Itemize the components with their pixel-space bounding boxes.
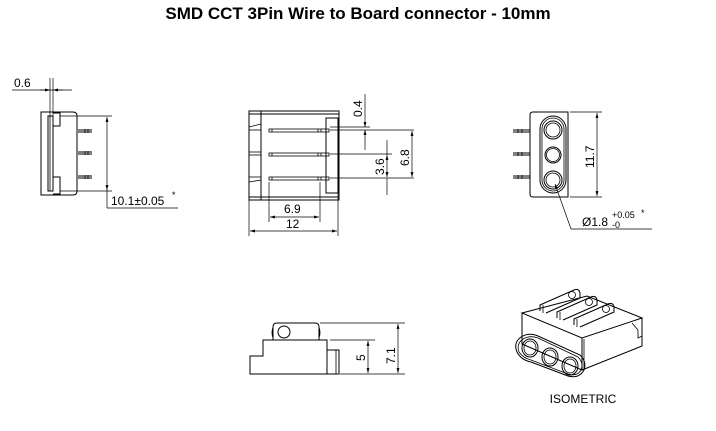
isometric-label: ISOMETRIC xyxy=(550,392,617,406)
dim-inner-length: 6.9 xyxy=(284,202,301,216)
iso-front-pill xyxy=(515,333,586,378)
critical-dim-mark: * xyxy=(641,208,645,218)
svg-text:10.1±0.05: 10.1±0.05 xyxy=(111,194,165,208)
dim-span: 6.8 xyxy=(398,149,412,166)
drawing-title: SMD CCT 3Pin Wire to Board connector - 1… xyxy=(165,4,551,23)
top-view: 0.4 3.6 6.8 6.9 12 xyxy=(248,94,414,236)
dim-hole-tol-minus: -0 xyxy=(612,220,620,230)
front-view: 5 7.1 xyxy=(249,322,405,375)
dim-height-tolerance: ±0.05 xyxy=(134,194,164,208)
dim-total-height: 7.1 xyxy=(384,347,398,364)
dim-hole-diameter: 1.8 xyxy=(591,215,608,229)
dim-length: 12 xyxy=(286,217,300,231)
svg-text:Ø1.8: Ø1.8 xyxy=(582,215,608,229)
dim-end-height: 11.7 xyxy=(583,145,597,168)
diameter-symbol: Ø xyxy=(582,215,591,229)
side-view: 0.6 10.1±0.05 * xyxy=(12,76,178,209)
dim-offset: 0.4 xyxy=(351,100,365,117)
dim-wall-thickness: 0.6 xyxy=(14,76,31,90)
dim-body-height: 5 xyxy=(354,354,368,361)
dim-height: 10.1 xyxy=(111,194,135,208)
end-holes xyxy=(543,120,563,190)
dim-hole-tol-plus: +0.05 xyxy=(612,210,635,220)
end-view: 11.7 Ø1.8 +0.05 -0 * xyxy=(513,111,652,230)
side-pins xyxy=(78,129,92,179)
dim-pitch: 3.6 xyxy=(373,158,387,175)
iso-tabs xyxy=(539,288,615,328)
top-pins xyxy=(268,128,330,181)
critical-dim-mark: * xyxy=(172,190,176,200)
isometric-view: ISOMETRIC xyxy=(515,288,644,406)
end-pins xyxy=(513,129,530,179)
